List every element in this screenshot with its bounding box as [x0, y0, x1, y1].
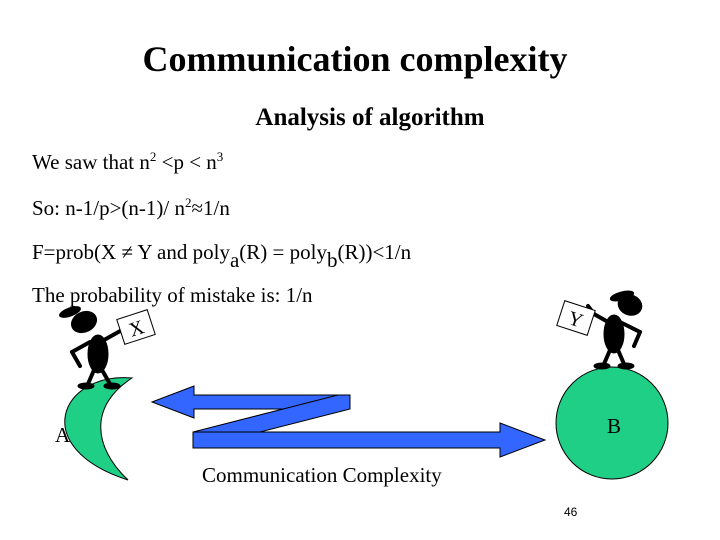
left-figure-icon	[59, 306, 132, 390]
line2-text: So: n-1/p>(n-1)/ n	[32, 196, 185, 220]
label-b: B	[607, 414, 622, 438]
page-number: 46	[564, 505, 578, 519]
crescent-moon-shape	[64, 377, 134, 481]
line1-exponent-1: 2	[149, 149, 157, 164]
line1-exponent-2: 3	[216, 149, 224, 164]
slide-subtitle: Analysis of algorithm	[255, 104, 485, 131]
line2-exponent: 2	[185, 195, 192, 210]
caption: Communication Complexity	[202, 463, 442, 487]
line3-subscript-b: b	[326, 248, 338, 272]
bullet-line-3: F=prob(X ≠ Y and polya(R) = polyb(R))<1/…	[32, 240, 412, 271]
line1-text: We saw that n	[32, 150, 150, 174]
slide-title: Communication complexity	[142, 39, 568, 79]
bullet-line-2: So: n-1/p>(n-1)/ n2≈1/n	[32, 196, 230, 221]
line3-subscript-a: a	[229, 248, 240, 272]
label-a: A	[55, 423, 71, 447]
right-figure-icon	[586, 290, 643, 370]
z-arrow-icon	[150, 385, 547, 458]
bullet-line-4: The probability of mistake is: 1/n	[32, 283, 313, 307]
line3-text-mid: (R) = poly	[239, 240, 327, 264]
line3-text-post: (R))<1/n	[337, 240, 412, 264]
sign-y	[556, 300, 596, 336]
bullet-line-1: We saw that n2 <p < n3	[32, 150, 223, 175]
line3-text: F=prob(X ≠ Y and poly	[32, 240, 230, 264]
line1-text-mid: <p < n	[156, 150, 217, 174]
sign-y-label: Y	[565, 307, 586, 332]
planet-circle	[555, 366, 669, 480]
line2-text-post: ≈1/n	[191, 196, 230, 220]
sign-x	[116, 309, 156, 345]
